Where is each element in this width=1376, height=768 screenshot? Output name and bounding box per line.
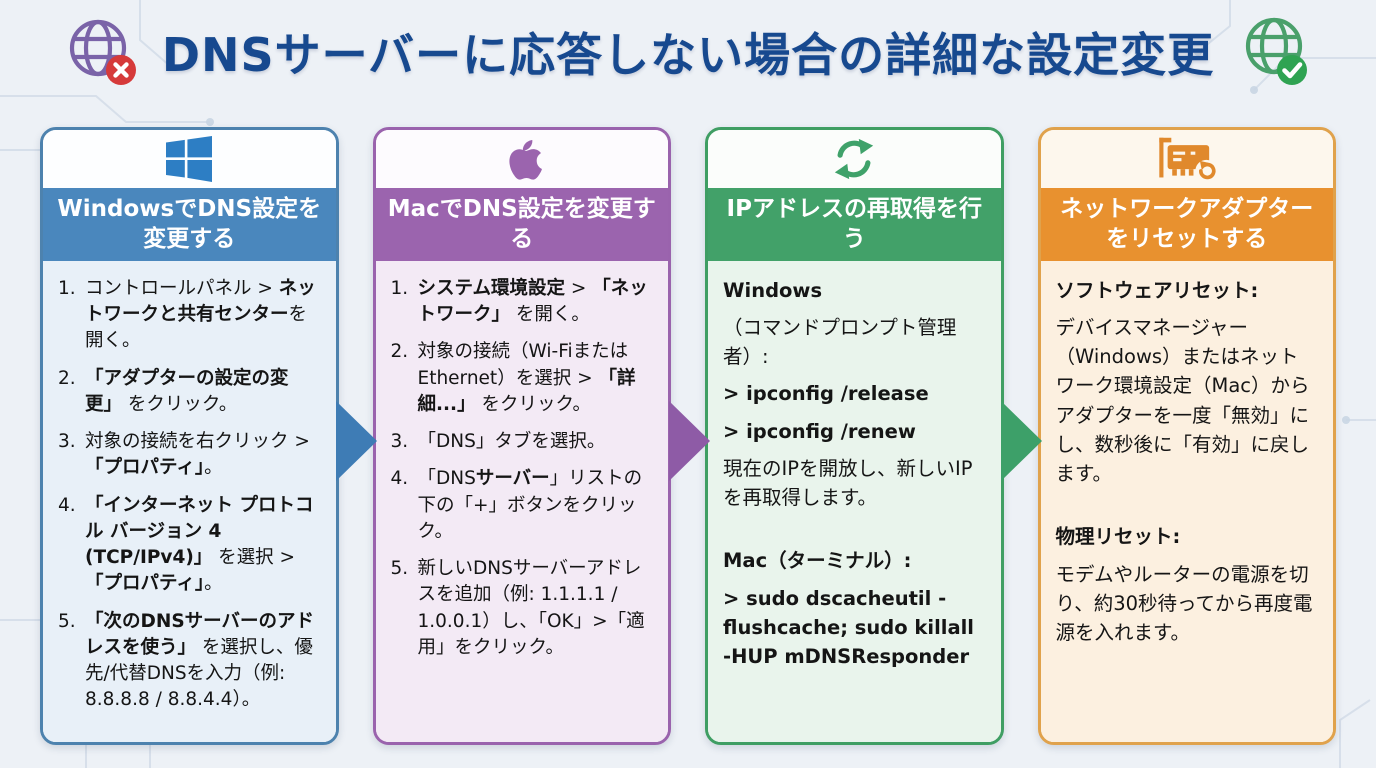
- step-text: 「アダプターの設定の変更」 をクリック。: [85, 367, 289, 415]
- apple-logo-icon: [509, 140, 542, 180]
- spacer: [1056, 496, 1317, 522]
- card-adapter-reset: ネットワークアダプターをリセットする ソフトウェアリセット: デバイスマネージャー…: [1037, 127, 1336, 745]
- step-number: 4.: [58, 494, 76, 516]
- card-ip-renew: IPアドレスの再取得を行う Windows （コマンドプロンプト管理者）: > ip…: [705, 127, 1004, 745]
- globe-error-icon: [69, 19, 136, 85]
- step-number: 3.: [58, 431, 76, 453]
- text-line: デバイスマネージャー（Windows）またはネットワーク環境設定（Mac）からア…: [1055, 315, 1310, 486]
- step-item: 1. システム環境設定 > 「ネットワーク」 を開く。: [391, 276, 652, 329]
- step-text: 「インターネット プロトコル バージョン 4 (TCP/IPv4)」 を選択 >…: [85, 494, 314, 595]
- step-number: 1.: [58, 277, 76, 299]
- step-text: 「DNS」タブを選択。: [417, 431, 606, 453]
- text-line: > ipconfig /renew: [723, 419, 916, 443]
- text-line: ソフトウェアリセット:: [1055, 278, 1259, 302]
- text-line: > ipconfig /release: [723, 382, 929, 406]
- text-line: モデムやルーターの電源を切り、約30秒待ってから再度電源を入れます。: [1055, 562, 1313, 645]
- text-line: （コマンドプロンプト管理者）:: [723, 315, 957, 369]
- flow-arrow-2: [669, 401, 710, 481]
- card-adapter-reset-text: ソフトウェアリセット: デバイスマネージャー（Windows）またはネットワーク環…: [1040, 260, 1333, 742]
- text-line: Windows: [723, 278, 823, 302]
- cards-row: WindowsでDNS設定を変更する 1. コントロールパネル > ネットワークと…: [40, 127, 1336, 745]
- page-title: DNSサーバーに応答しない場合の詳細な設定変更: [161, 28, 1215, 82]
- spacer: [723, 520, 984, 546]
- card-mac-steps: 1. システム環境設定 > 「ネットワーク」 を開く。 2. 対象の接続（Wi-Fiま…: [375, 260, 668, 742]
- step-item: 5. 新しいDNSサーバーアドレスを追加（例: 1.1.1.1 / 1.0.0.1…: [391, 556, 652, 661]
- step-item: 3. 「DNS」タブを選択。: [391, 429, 652, 455]
- text-line: Mac（ターミナル）:: [723, 549, 912, 573]
- flow-arrow-3: [1001, 401, 1042, 481]
- card-mac-dns: MacでDNS設定を変更する 1. システム環境設定 > 「ネットワーク」 を開く…: [372, 127, 671, 745]
- card-ip-renew-title: IPアドレスの再取得を行う: [708, 188, 1001, 261]
- step-number: 4.: [390, 468, 409, 490]
- globe-success-icon: [1246, 17, 1308, 85]
- step-item: 4. 「インターネット プロトコル バージョン 4 (TCP/IPv4)」 を選択…: [58, 493, 319, 598]
- step-number: 1.: [390, 277, 409, 299]
- step-text: 「次のDNSサーバーのアドレスを使う」 を選択し、優先/代替DNSを入力（例: …: [85, 610, 314, 711]
- step-number: 5.: [390, 558, 409, 580]
- text-line: 現在のIPを開放し、新しいIPを再取得します。: [723, 456, 973, 510]
- card-windows-steps: 1. コントロールパネル > ネットワークと共有センターを開く。 2. 「アダプターの…: [43, 260, 336, 742]
- step-number: 2.: [58, 367, 76, 389]
- text-line: 物理リセット:: [1055, 525, 1181, 549]
- windows-logo-icon: [166, 136, 213, 182]
- step-item: 4. 「DNSサーバー」リストの下の「+」ボタンをクリック。: [391, 466, 652, 545]
- step-number: 2.: [390, 341, 409, 363]
- page-header: DNSサーバーに応答しない場合の詳細な設定変更: [0, 14, 1376, 90]
- step-text: 対象の接続（Wi-FiまたはEthernet）を選択 > 「詳細...」 をクリ…: [417, 341, 636, 415]
- step-item: 3. 対象の接続を右クリック > 「プロパティ」。: [58, 429, 319, 482]
- flow-arrow-1: [336, 401, 377, 481]
- network-adapter-reset-icon: [1159, 137, 1218, 183]
- card-adapter-reset-title: ネットワークアダプターをリセットする: [1040, 188, 1333, 261]
- step-item: 2. 「アダプターの設定の変更」 をクリック。: [58, 366, 319, 419]
- card-windows-title: WindowsでDNS設定を変更する: [43, 188, 336, 261]
- step-number: 5.: [58, 610, 76, 632]
- step-item: 2. 対象の接続（Wi-FiまたはEthernet）を選択 > 「詳細...」 を…: [391, 339, 652, 418]
- step-text: 新しいDNSサーバーアドレスを追加（例: 1.1.1.1 / 1.0.0.1）し…: [417, 558, 645, 658]
- step-item: 1. コントロールパネル > ネットワークと共有センターを開く。: [58, 276, 319, 355]
- refresh-icon: [835, 138, 874, 180]
- step-text: システム環境設定 > 「ネットワーク」 を開く。: [417, 277, 648, 325]
- card-windows-dns: WindowsでDNS設定を変更する 1. コントロールパネル > ネットワークと…: [40, 127, 339, 745]
- text-line: > sudo dscacheutil -flushcache; sudo kil…: [723, 586, 974, 669]
- step-item: 5. 「次のDNSサーバーのアドレスを使う」 を選択し、優先/代替DNSを入力（例…: [58, 609, 319, 714]
- card-mac-title: MacでDNS設定を変更する: [375, 188, 668, 261]
- card-ip-renew-text: Windows （コマンドプロンプト管理者）: > ipconfig /releas…: [708, 260, 1001, 742]
- step-text: 対象の接続を右クリック > 「プロパティ」。: [85, 431, 310, 479]
- step-number: 3.: [390, 431, 409, 453]
- step-text: コントロールパネル > ネットワークと共有センターを開く。: [85, 277, 316, 352]
- step-text: 「DNSサーバー」リストの下の「+」ボタンをクリック。: [417, 468, 643, 542]
